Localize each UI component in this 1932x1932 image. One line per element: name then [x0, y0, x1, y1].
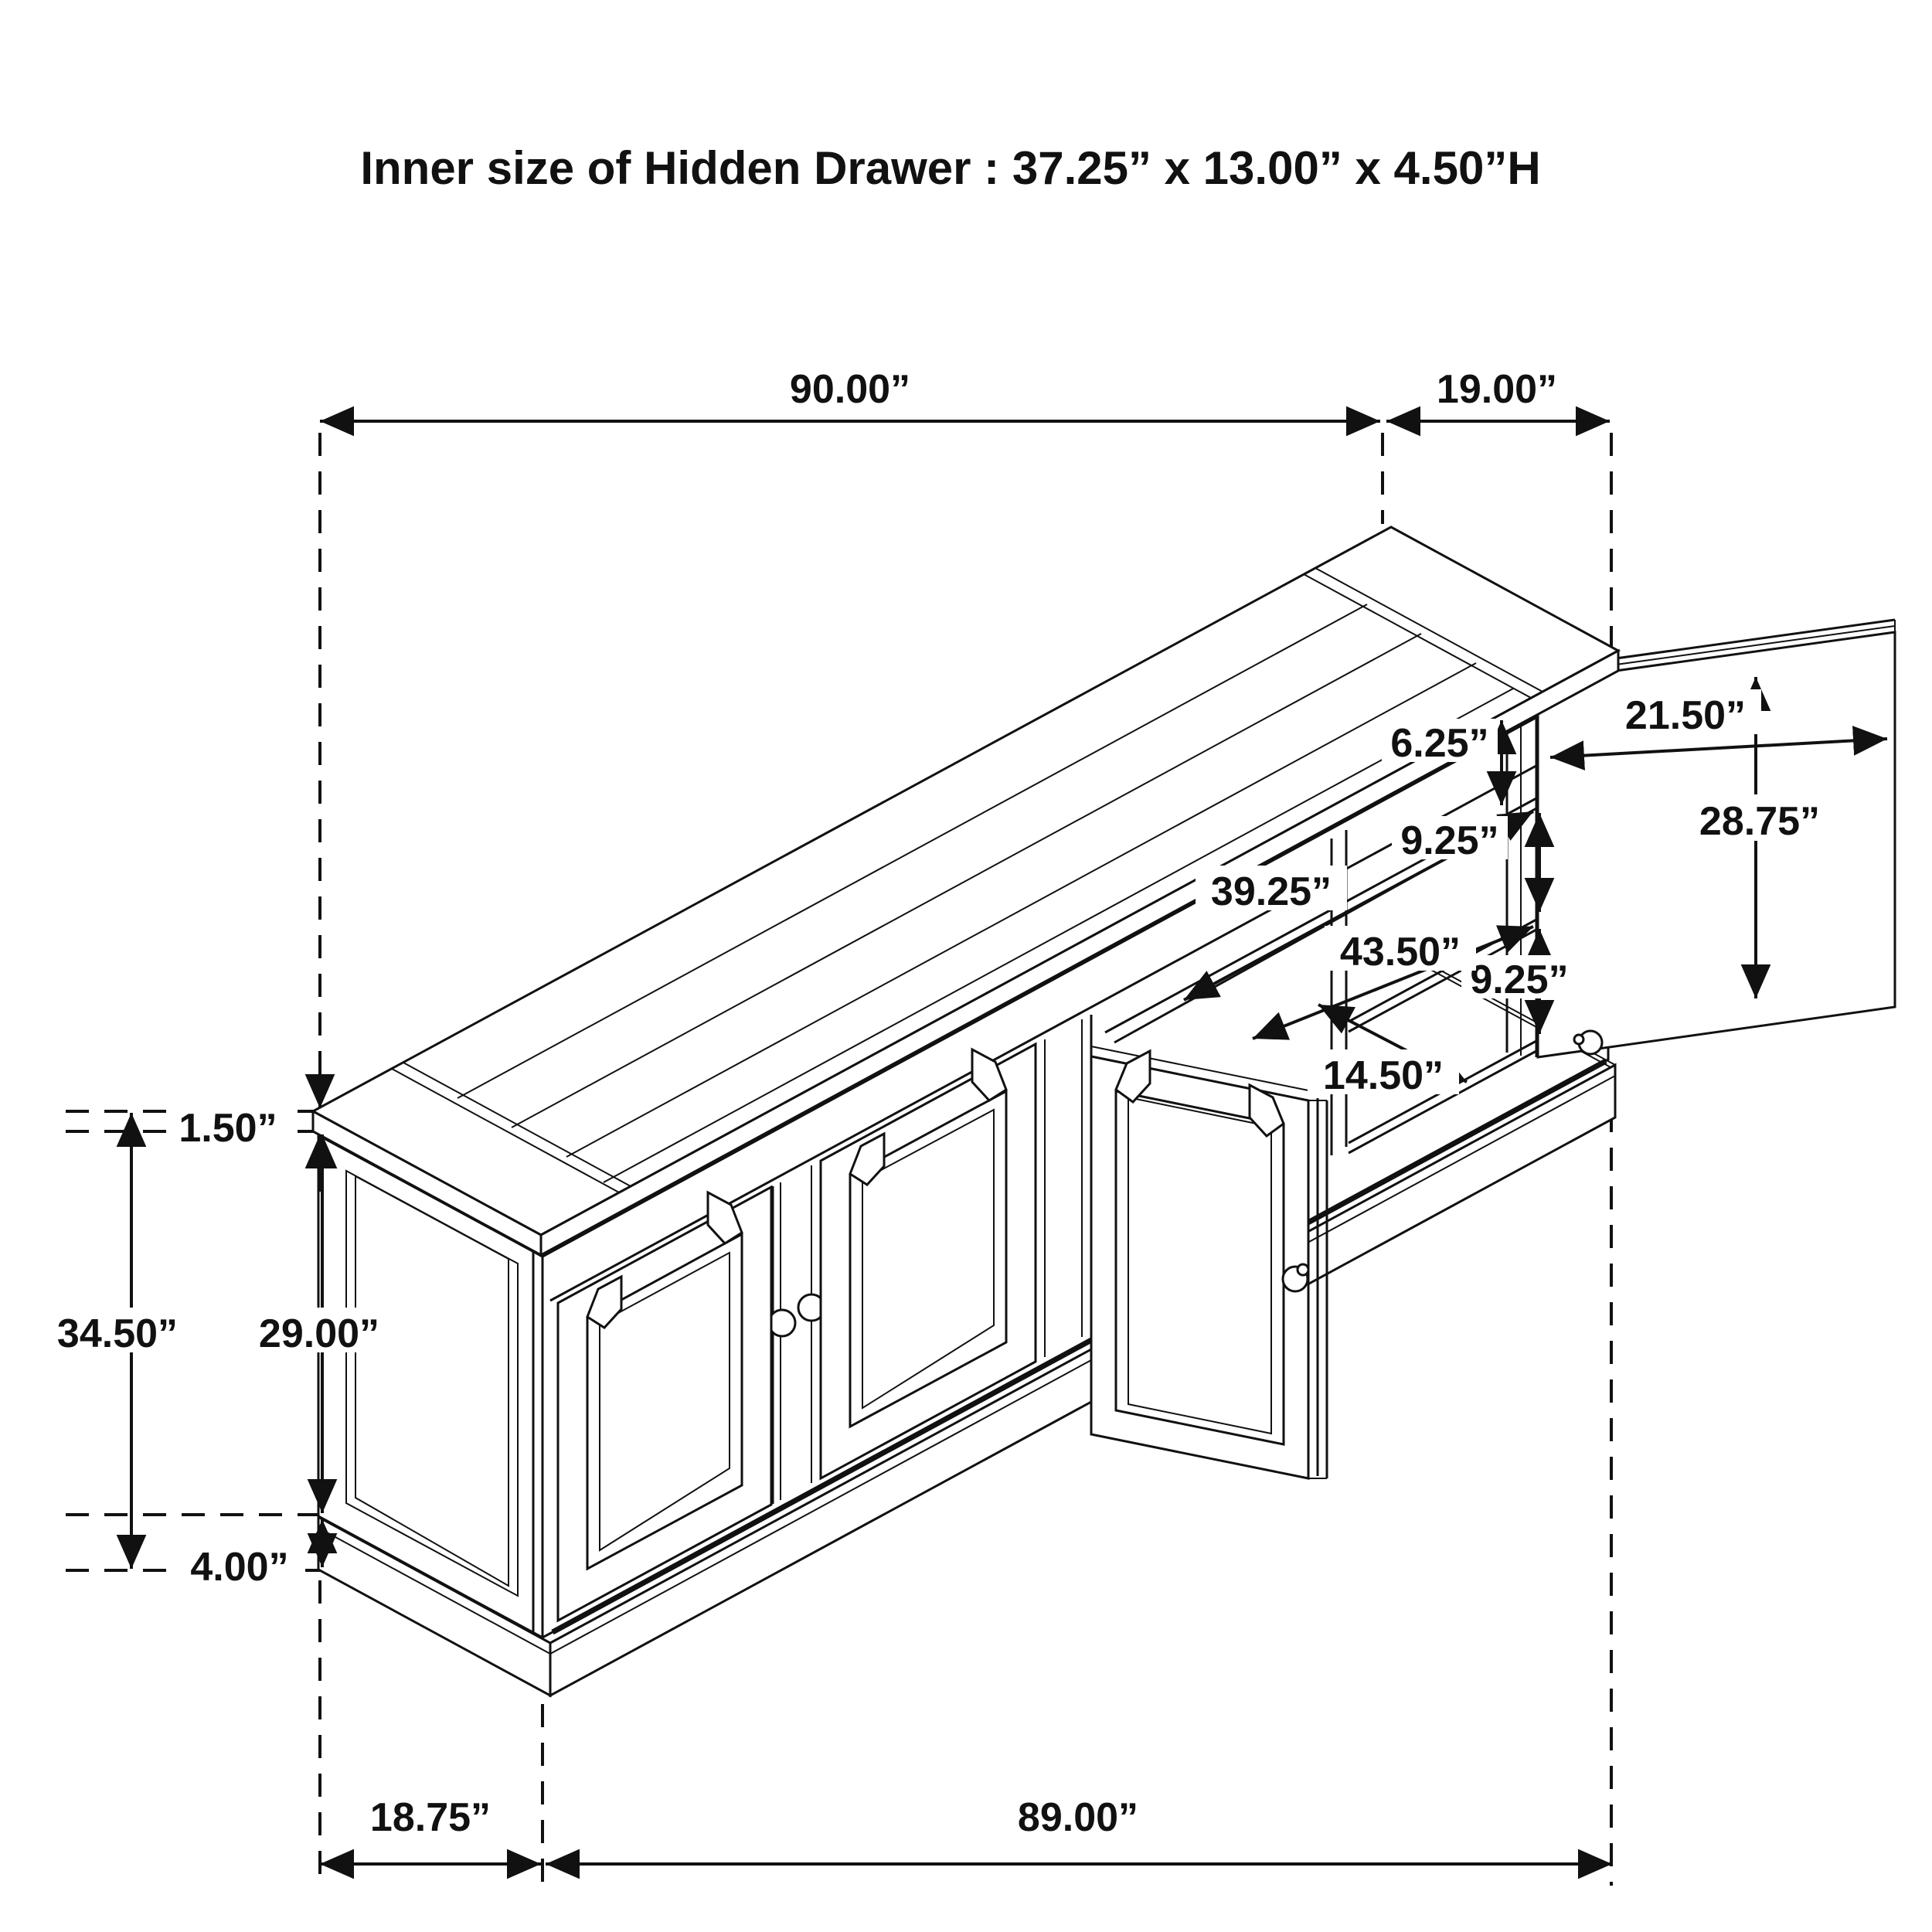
svg-text:89.00”: 89.00” [1018, 1795, 1138, 1840]
keystone-right [1248, 1083, 1285, 1138]
left-door[interactable] [556, 1185, 773, 1623]
svg-text:1.50”: 1.50” [179, 1106, 277, 1151]
svg-text:29.00”: 29.00” [259, 1311, 379, 1356]
sideboard-drawing [310, 526, 1896, 1698]
plank-line [566, 662, 1477, 1158]
label-top-length: 90.00” [774, 363, 926, 412]
svg-text:21.50”: 21.50” [1625, 693, 1746, 738]
plank-line [457, 604, 1368, 1099]
label-shelf-gap-top: 6.25” [1382, 719, 1498, 766]
label-side-door-width: 21.50” [1610, 689, 1761, 738]
label-door-opening-height: 29.00” [243, 1308, 395, 1356]
plank-line [511, 633, 1422, 1128]
svg-text:18.75”: 18.75” [370, 1795, 491, 1840]
label-top-depth: 19.00” [1421, 363, 1573, 412]
label-upper-shelf-width: 39.25” [1196, 866, 1347, 914]
svg-text:34.50”: 34.50” [57, 1311, 178, 1356]
keystone-right [971, 1047, 1008, 1102]
front-molding-line [603, 688, 1514, 1183]
label-end-depth: 18.75” [355, 1791, 506, 1840]
label-opening-depth: 14.50” [1308, 1049, 1459, 1098]
svg-text:9.25”: 9.25” [1400, 818, 1498, 863]
label-overall-height: 34.50” [42, 1308, 193, 1356]
top-slab [310, 526, 1621, 1257]
svg-text:39.25”: 39.25” [1211, 869, 1332, 914]
breadboard-left [391, 1068, 620, 1193]
label-shelf-gap-bot: 9.25” [1461, 955, 1577, 1002]
svg-text:6.25”: 6.25” [1390, 721, 1488, 766]
svg-text:19.00”: 19.00” [1437, 367, 1557, 412]
label-side-door-height: 28.75” [1680, 794, 1839, 844]
label-base-height: 4.00” [174, 1541, 305, 1590]
keystone-left [586, 1274, 623, 1329]
svg-text:43.50”: 43.50” [1340, 930, 1461, 975]
open-front-door[interactable] [1090, 1046, 1328, 1480]
dim-arrow-lower-shelf-width [1252, 925, 1534, 1040]
label-body-length: 89.00” [1002, 1791, 1154, 1840]
svg-text:4.00”: 4.00” [190, 1545, 288, 1590]
keystone-right [706, 1190, 743, 1245]
page-title: Inner size of Hidden Drawer : 37.25” x 1… [360, 142, 1540, 194]
left-door-knob[interactable] [767, 1308, 797, 1338]
label-lower-shelf-width: 43.50” [1325, 926, 1476, 975]
label-shelf-gap-mid: 9.25” [1392, 816, 1508, 863]
svg-text:9.25”: 9.25” [1470, 957, 1568, 1002]
svg-text:28.75”: 28.75” [1699, 799, 1820, 844]
dim-arrow-side-door-width [1549, 726, 1888, 770]
svg-text:90.00”: 90.00” [790, 367, 910, 412]
keystone-left [849, 1131, 886, 1186]
dimension-labels: Inner size of Hidden Drawer : 37.25” x 1… [42, 142, 1839, 1840]
svg-text:14.50”: 14.50” [1323, 1053, 1444, 1098]
keystone-left [1114, 1049, 1151, 1104]
label-top-thickness: 1.50” [166, 1102, 290, 1151]
breadboard-right [1315, 567, 1543, 692]
middle-door[interactable] [819, 1042, 1037, 1481]
